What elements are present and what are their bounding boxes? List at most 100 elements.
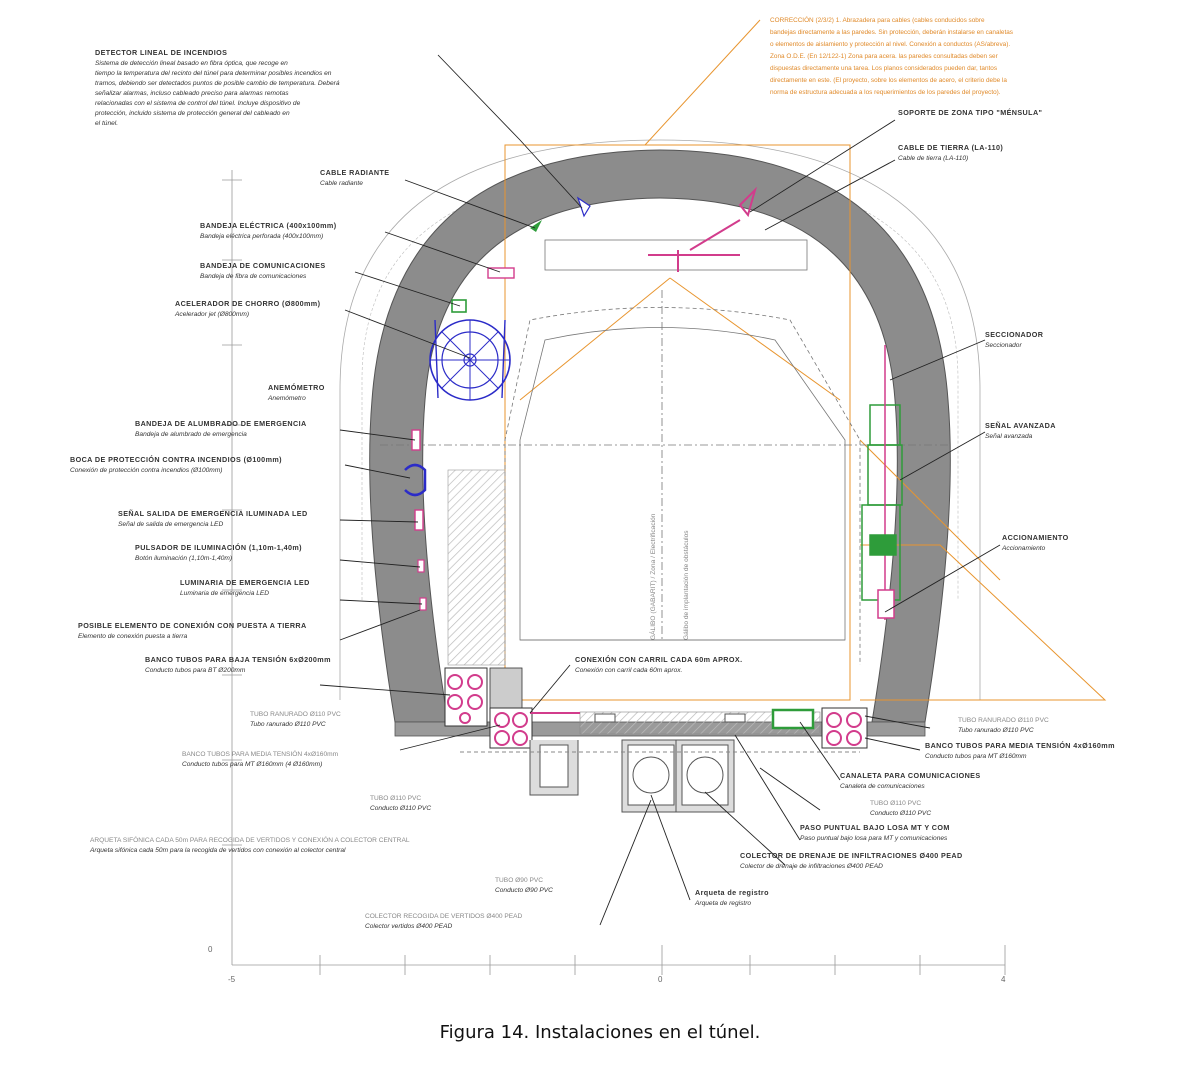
note-line: norma de estructura adecuada a los reque… bbox=[770, 89, 1001, 96]
label-sub-senal-avanzada: Señal avanzada bbox=[985, 433, 1033, 440]
label-title-bandeja-comunicaciones: BANDEJA DE COMUNICACIONES bbox=[200, 261, 326, 270]
label-sub-anemometro: Anemómetro bbox=[267, 395, 306, 402]
label-sub-tubo-ranurado-l: Tubo ranurado Ø110 PVC bbox=[250, 721, 326, 728]
label-sub-seccionador: Seccionador bbox=[985, 342, 1022, 349]
label-title-colector-drenaje: COLECTOR DE DRENAJE DE INFILTRACIONES Ø4… bbox=[740, 851, 963, 860]
label-title-soporte: SOPORTE DE ZONA TIPO "MÉNSULA" bbox=[898, 108, 1042, 117]
jet-fan bbox=[404, 319, 511, 497]
catenary-frame bbox=[504, 19, 1107, 701]
label-title-arqueta-registro: Arqueta de registro bbox=[695, 888, 769, 897]
note-line: o elementos de aislamiento y protección … bbox=[770, 41, 1010, 48]
label-title-tubo-pvc-r: TUBO Ø110 PVC bbox=[870, 800, 921, 807]
label-sub-detector: Sistema de detección lineal basado en fi… bbox=[95, 60, 288, 67]
label-sub-tubo-ranurado-r: Tubo ranurado Ø110 PVC bbox=[958, 727, 1034, 734]
label-sub-arqueta-sifonica: Arqueta sifónica cada 50m para la recogi… bbox=[89, 847, 346, 854]
tunnel-drawing: -5 0 4 0 bbox=[70, 15, 1115, 984]
label-sub-conexion-carril: Conexión con carril cada 60m aprox. bbox=[575, 667, 683, 674]
label-title-tubo-pvc-l: TUBO Ø110 PVC bbox=[370, 795, 421, 802]
label-title-conexion-carril: CONEXIÓN CON CARRIL CADA 60m APROX. bbox=[575, 655, 742, 664]
label-title-senal-avanzada: SEÑAL AVANZADA bbox=[985, 421, 1056, 430]
label-title-colector-vertidos: COLECTOR RECOGIDA DE VERTIDOS Ø400 PEAD bbox=[365, 913, 523, 920]
orange-note: CORRECCIÓN (2/3/2) 1. Abrazadera para ca… bbox=[770, 15, 1013, 96]
excavation-line bbox=[339, 139, 981, 700]
walkway-left-hatch bbox=[447, 469, 506, 666]
label-sub-detector: relacionadas con el sistema de control d… bbox=[95, 100, 301, 107]
labels-bottom: TUBO RANURADO Ø110 PVC Tubo ranurado Ø110… bbox=[89, 711, 553, 930]
label-sub-bandeja-electrica: Bandeja eléctrica perforada (400x100mm) bbox=[200, 233, 323, 240]
label-title-canaleta: CANALETA PARA COMUNICACIONES bbox=[840, 771, 981, 780]
label-sub-cable-tierra: Cable de tierra (LA-110) bbox=[898, 155, 968, 162]
axis-frame bbox=[222, 170, 1006, 975]
label-title-banco-mt-l: BANCO TUBOS PARA MEDIA TENSIÓN 4xØ160mm bbox=[182, 749, 339, 758]
label-title-pulsador: PULSADOR DE ILUMINACIÓN (1,10m-1,40m) bbox=[135, 543, 302, 552]
tunnel-cross-section-svg: -5 0 4 0 bbox=[70, 15, 1115, 984]
label-title-tubo-pvc-bottom: TUBO Ø90 PVC bbox=[495, 877, 543, 884]
label-sub-cable-radiante: Cable radiante bbox=[320, 180, 363, 187]
leader-lines bbox=[319, 54, 1001, 926]
train-gauge bbox=[380, 239, 950, 665]
label-title-arqueta-sifonica: ARQUETA SIFÓNICA CADA 50m PARA RECOGIDA … bbox=[90, 835, 410, 844]
label-sub-boca-incendios: Conexión de protección contra incendios … bbox=[70, 467, 222, 474]
label-sub-tubo-pvc-r: Conducto Ø110 PVC bbox=[870, 810, 931, 817]
label-title-banco-bt: BANCO TUBOS PARA BAJA TENSIÓN 6xØ200mm bbox=[145, 655, 331, 664]
label-sub-arqueta-registro: Arqueta de registro bbox=[694, 900, 751, 907]
label-title-banco-mt-r: BANCO TUBOS PARA MEDIA TENSIÓN 4xØ160mm bbox=[925, 741, 1115, 750]
label-title-elemento-conexion: POSIBLE ELEMENTO DE CONEXIÓN CON PUESTA … bbox=[78, 621, 307, 630]
labels-center: CONEXIÓN CON CARRIL CADA 60m APROX. Conex… bbox=[575, 655, 742, 674]
label-sub-detector: el túnel. bbox=[95, 120, 118, 127]
duct-bank-left bbox=[444, 667, 533, 749]
label-sub-colector-vertidos: Colector vertidos Ø400 PEAD bbox=[365, 923, 452, 930]
note-line: dispuestas directamente una tarea. Los p… bbox=[770, 65, 997, 72]
label-sub-tubo-pvc-bottom: Conducto Ø90 PVC bbox=[495, 887, 553, 894]
gauge-vertical-text: GÁLIBO (GABARIT) / Zona / Electrificació… bbox=[648, 513, 657, 640]
label-sub-detector: protección, incluido sistema de protecci… bbox=[94, 110, 290, 117]
label-title-paso-puntual: PASO PUNTUAL BAJO LOSA MT Y COM bbox=[800, 823, 950, 832]
label-title-cable-radiante: CABLE RADIANTE bbox=[320, 168, 390, 177]
x-tick-label: 4 bbox=[1001, 975, 1006, 984]
note-line: Zona O.D.E. (En 12/122-1) Zona para acer… bbox=[770, 53, 999, 60]
label-sub-canaleta: Canaleta de comunicaciones bbox=[840, 783, 925, 790]
rail-left bbox=[594, 713, 616, 723]
label-sub-detector: señalizar alarmas, incluso cableado prec… bbox=[95, 90, 289, 97]
label-title-bandeja-alumbrado: BANDEJA DE ALUMBRADO DE EMERGENCIA bbox=[135, 419, 307, 428]
label-sub-pulsador: Botón iluminación (1,10m-1,40m) bbox=[135, 555, 232, 562]
right-signal-mast bbox=[861, 345, 903, 620]
rail-right bbox=[724, 713, 746, 723]
label-sub-colector-drenaje: Colector de drenaje de infiltraciones Ø4… bbox=[740, 863, 883, 870]
catenary-cantilever bbox=[648, 186, 757, 272]
y-tick-label: 0 bbox=[208, 945, 213, 954]
duct-bank-right bbox=[771, 707, 868, 749]
note-line: directamente en este. (El proyecto, sobr… bbox=[770, 77, 1007, 84]
label-sub-acelerador: Acelerador jet (Ø800mm) bbox=[174, 311, 249, 318]
label-sub-tubo-pvc-l: Conducto Ø110 PVC bbox=[370, 805, 431, 812]
label-title-anemometro: ANEMÓMETRO bbox=[268, 383, 325, 392]
label-sub-paso-puntual: Paso puntual bajo losa para MT y comunic… bbox=[800, 835, 948, 842]
tunnel-lining bbox=[369, 149, 951, 723]
label-sub-banco-mt-r: Conducto tubos para MT Ø160mm bbox=[925, 753, 1027, 760]
label-sub-detector: tiempo la temperatura del recinto del tú… bbox=[95, 70, 332, 77]
label-sub-bandeja-comunicaciones: Bandeja de fibra de comunicaciones bbox=[200, 273, 307, 280]
label-sub-bandeja-alumbrado: Bandeja de alumbrado de emergencia bbox=[135, 431, 247, 438]
label-title-accionamiento: ACCIONAMIENTO bbox=[1002, 533, 1069, 542]
labels-right: SOPORTE DE ZONA TIPO "MÉNSULA" CABLE DE T… bbox=[694, 108, 1115, 907]
label-sub-detector: tramos, debiendo ser detectados puntos d… bbox=[95, 80, 340, 87]
drainage-boxes bbox=[460, 739, 860, 813]
figure-caption: Figura 14. Instalaciones en el túnel. bbox=[439, 1022, 761, 1043]
gauge-vertical-text: Gálibo de implantación de obstáculos bbox=[683, 530, 690, 640]
track-bed-hatch bbox=[579, 711, 821, 735]
x-tick-label: -5 bbox=[228, 975, 236, 984]
label-sub-senal-salida: Señal de salida de emergencia LED bbox=[118, 521, 223, 528]
label-sub-banco-mt-l: Conducto tubos para MT Ø160mm (4 Ø160mm) bbox=[182, 761, 322, 768]
label-title-boca-incendios: BOCA DE PROTECCIÓN CONTRA INCENDIOS (Ø10… bbox=[70, 455, 282, 464]
note-line: CORRECCIÓN (2/3/2) 1. Abrazadera para ca… bbox=[770, 15, 985, 24]
label-title-luminaria: LUMINARIA DE EMERGENCIA LED bbox=[180, 578, 310, 587]
label-title-bandeja-electrica: BANDEJA ELÉCTRICA (400x100mm) bbox=[200, 221, 337, 230]
label-sub-luminaria: Luminaria de emergencia LED bbox=[180, 590, 269, 597]
label-title-seccionador: SECCIONADOR bbox=[985, 330, 1044, 339]
label-title-tubo-ranurado-r: TUBO RANURADO Ø110 PVC bbox=[958, 717, 1049, 724]
label-title-cable-tierra: CABLE DE TIERRA (LA-110) bbox=[898, 143, 1003, 152]
label-title-senal-salida: SEÑAL SALIDA DE EMERGENCIA ILUMINADA LED bbox=[118, 509, 308, 518]
label-title-tubo-ranurado-l: TUBO RANURADO Ø110 PVC bbox=[250, 711, 341, 718]
label-title-acelerador: ACELERADOR DE CHORRO (Ø800mm) bbox=[175, 299, 321, 308]
